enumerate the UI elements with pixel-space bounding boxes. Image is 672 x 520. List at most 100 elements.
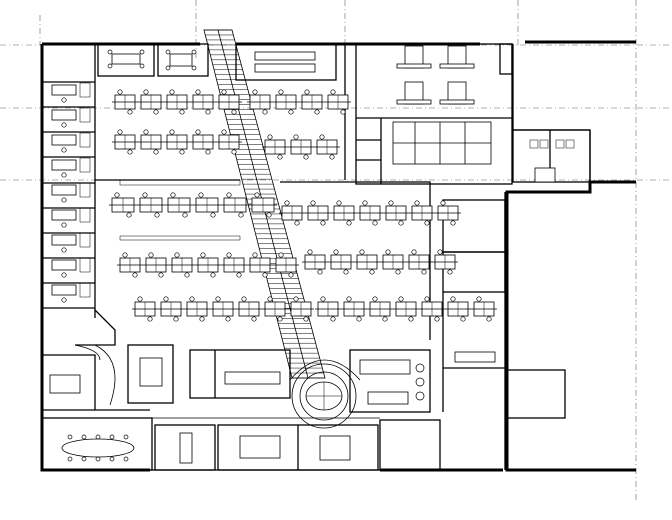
- office-desk: [51, 134, 77, 146]
- chair: [210, 272, 216, 278]
- chair: [148, 252, 154, 258]
- chair: [288, 272, 294, 278]
- office-desk: [51, 284, 77, 296]
- chair: [158, 272, 164, 278]
- chair: [330, 316, 336, 322]
- chair: [184, 272, 190, 278]
- chair: [346, 296, 352, 302]
- workstation-row: [247, 89, 351, 115]
- chair: [278, 252, 284, 258]
- chair: [122, 252, 128, 258]
- chair: [205, 109, 211, 115]
- chair: [169, 89, 175, 95]
- chair: [303, 316, 309, 322]
- office-cabinet: [79, 182, 91, 198]
- bench: [439, 63, 475, 69]
- office-desk: [51, 184, 77, 196]
- chair: [336, 200, 342, 206]
- chair: [382, 316, 388, 322]
- chair: [303, 154, 309, 160]
- lounge-area: [349, 349, 431, 413]
- chair: [266, 212, 272, 218]
- chair: [414, 200, 420, 206]
- office-chair: [61, 147, 67, 153]
- chair: [284, 200, 290, 206]
- chair: [163, 296, 169, 302]
- office-desk: [51, 259, 77, 271]
- chair: [195, 129, 201, 135]
- office-chair: [61, 272, 67, 278]
- chair: [126, 212, 132, 218]
- workstation-row: [117, 252, 299, 278]
- chair: [450, 220, 456, 226]
- chair: [127, 149, 133, 155]
- chair: [424, 220, 430, 226]
- workstation-row: [132, 296, 314, 322]
- chair: [200, 252, 206, 258]
- chair: [127, 109, 133, 115]
- chair: [314, 109, 320, 115]
- chair: [372, 220, 378, 226]
- chair: [304, 89, 310, 95]
- office-chair: [61, 297, 67, 303]
- bench: [439, 99, 475, 105]
- chair: [254, 192, 260, 198]
- chair: [476, 296, 482, 302]
- chair: [329, 154, 335, 160]
- chair: [114, 192, 120, 198]
- chair: [153, 109, 159, 115]
- office-cabinet: [79, 82, 91, 98]
- chair: [267, 134, 273, 140]
- chair: [231, 109, 237, 115]
- chair: [143, 89, 149, 95]
- office-cabinet: [79, 107, 91, 123]
- workstation-row: [109, 192, 277, 218]
- chair: [215, 296, 221, 302]
- chair: [437, 249, 443, 255]
- chair: [154, 212, 160, 218]
- office-chair: [61, 222, 67, 228]
- workstation-clusters: [109, 89, 497, 322]
- chair: [226, 252, 232, 258]
- chair: [278, 89, 284, 95]
- chair: [307, 249, 313, 255]
- chair: [143, 129, 149, 135]
- chair: [251, 316, 257, 322]
- chair: [182, 212, 188, 218]
- chair: [447, 269, 453, 275]
- chair: [385, 249, 391, 255]
- workstation-row: [112, 129, 242, 155]
- chair: [460, 316, 466, 322]
- chair: [398, 296, 404, 302]
- restrooms: [512, 129, 591, 183]
- chair: [343, 269, 349, 275]
- chair: [262, 272, 268, 278]
- office-desk: [51, 209, 77, 221]
- chair: [236, 272, 242, 278]
- chair: [226, 192, 232, 198]
- chair: [225, 316, 231, 322]
- upper-right-tables: [393, 122, 491, 164]
- workstation-row: [112, 89, 242, 115]
- chair: [142, 192, 148, 198]
- chair: [424, 296, 430, 302]
- right-side-rooms: [442, 192, 566, 470]
- circular-atrium: [289, 359, 361, 429]
- office-chair: [61, 247, 67, 253]
- workstation-row: [315, 296, 497, 322]
- workstation-row: [279, 200, 461, 226]
- chair: [174, 252, 180, 258]
- chair: [210, 212, 216, 218]
- chair: [320, 296, 326, 302]
- bench: [396, 99, 432, 105]
- chair: [221, 129, 227, 135]
- reference-grid: [0, 0, 672, 500]
- chair: [310, 200, 316, 206]
- chair: [294, 220, 300, 226]
- office-desk: [51, 109, 77, 121]
- office-chair: [61, 197, 67, 203]
- chair: [372, 296, 378, 302]
- chair: [434, 316, 440, 322]
- office-chair: [61, 97, 67, 103]
